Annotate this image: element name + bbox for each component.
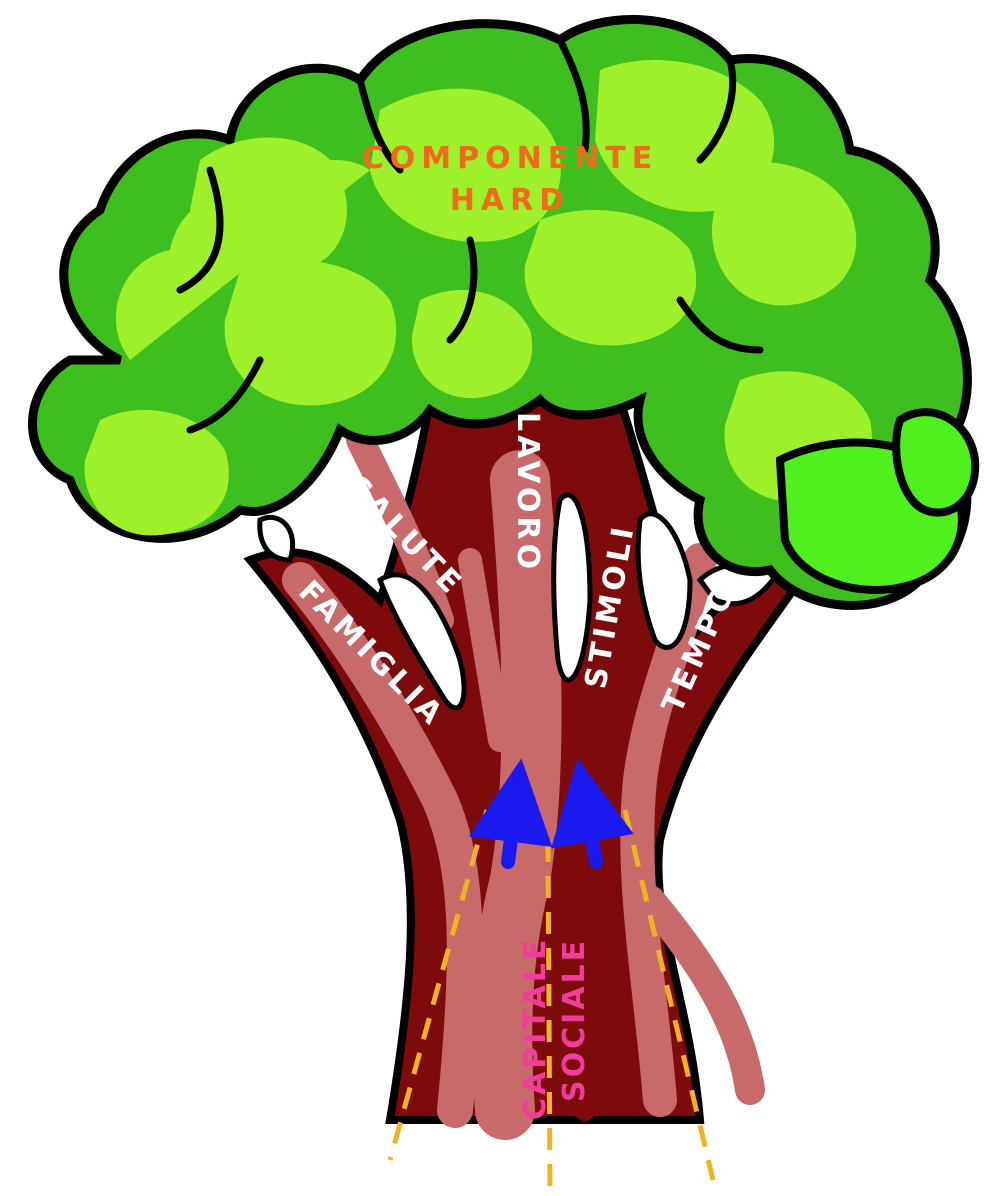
arrow-left <box>508 800 516 862</box>
crown-title-line2: HARD <box>450 183 570 218</box>
crown-title-line1: COMPONENTE <box>362 141 659 176</box>
trunk-label-sociale: SOCIALE <box>557 938 592 1102</box>
branch-label-lavoro: LAVORO <box>510 412 545 573</box>
trunk-label-capitale: CAPITALE <box>518 937 553 1120</box>
